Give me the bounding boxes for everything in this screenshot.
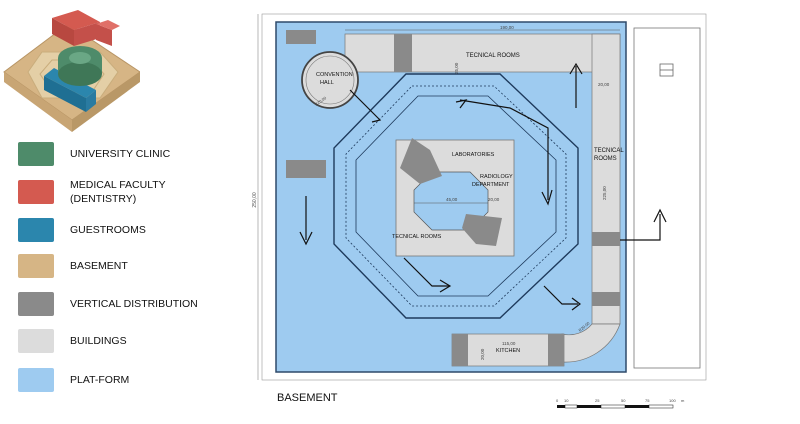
legend-item-vertical-distribution: VERTICAL DISTRIBUTION: [18, 292, 220, 316]
kitchen-building: [451, 333, 565, 367]
legend-swatch: [18, 254, 54, 278]
dim-kitchen: 115,00: [502, 341, 516, 346]
dim-lab-a: 45,00: [446, 197, 458, 202]
legend-label: BUILDINGS: [70, 335, 127, 347]
dim-conv: R20,00: [314, 95, 328, 107]
dim-topright: 20,00: [598, 82, 610, 87]
vertical-distribution: [286, 160, 326, 178]
scale-tick: 10: [564, 398, 569, 403]
label-laboratories: LABORATORIES: [452, 152, 495, 158]
vertical-distribution: [462, 214, 502, 246]
legend-item-medical-faculty: MEDICAL FACULTY (DENTISTRY): [18, 178, 220, 206]
dim-top: 190,00: [500, 25, 514, 30]
legend-label: BASEMENT: [70, 260, 128, 272]
scale-tick: 0: [556, 398, 559, 403]
label-tecnical-right-1: TECNICAL: [594, 148, 624, 154]
dim-right: 225,00: [602, 186, 607, 200]
isometric-model: [3, 10, 140, 132]
plan-outer-frame: [261, 13, 707, 381]
right-building: [633, 27, 701, 369]
top-building: [344, 33, 621, 73]
scale-tick: 100: [669, 398, 676, 403]
label-radiology-2: DEPARTMENT: [472, 182, 510, 188]
label-tecnical-top: TECNICAL ROOMS: [466, 53, 520, 59]
legend-item-basement: BASEMENT: [18, 254, 220, 278]
flow-arrows: [299, 62, 667, 311]
legend-swatch: [18, 368, 54, 392]
label-convention-1: CONVENTION: [316, 72, 353, 78]
dim-left: 250,00: [252, 192, 258, 208]
dim-kitchen-side: 20,00: [480, 348, 485, 360]
legend-item-university-clinic: UNIVERSITY CLINIC: [18, 142, 220, 166]
basement-plan: 250,00 190,00 25,00 20,00 225,00 R20,00 …: [252, 13, 707, 381]
legend-label: UNIVERSITY CLINIC: [70, 148, 171, 160]
iso-basement-right: [72, 72, 140, 132]
legend-item-buildings: BUILDINGS: [18, 329, 220, 353]
legend-swatch: [18, 218, 54, 242]
legend-label: PLAT-FORM: [70, 374, 130, 386]
iso-medical-faculty: [52, 10, 100, 30]
scale-bar: 0 10 25 50 75 100 m: [556, 398, 685, 409]
vertical-distribution: [286, 30, 316, 44]
label-kitchen: KITCHEN: [496, 348, 520, 354]
iso-basement-left: [4, 72, 72, 132]
legend-label: MEDICAL FACULTY (DENTISTRY): [70, 179, 166, 205]
legend-label: VERTICAL DISTRIBUTION: [70, 298, 198, 310]
vertical-distribution: [592, 292, 620, 306]
right-vertical-building: [591, 33, 621, 325]
legend-swatch: [18, 142, 54, 166]
legend-item-plat-form: PLAT-FORM: [18, 368, 220, 392]
label-tecnical-center: TECNICAL ROOMS: [392, 234, 442, 240]
scale-tick: 75: [645, 398, 650, 403]
vertical-distribution: [548, 334, 564, 366]
legend-item-guestrooms: GUESTROOMS: [18, 218, 220, 242]
label-radiology-1: RADIOLOGY: [480, 174, 513, 180]
vertical-distribution: [592, 232, 620, 246]
vertical-distribution: [452, 334, 468, 366]
convention-hall: [301, 51, 359, 109]
plan-title: BASEMENT: [277, 392, 338, 404]
dim-lab-b: 20,00: [488, 197, 500, 202]
scale-tick: 25: [595, 398, 600, 403]
vertical-distribution: [400, 138, 442, 184]
octagon-outer: [333, 73, 579, 319]
label-convention-2: HALL: [320, 80, 334, 86]
scale-tick: 50: [621, 398, 626, 403]
dim-topleft: 25,00: [454, 62, 459, 74]
legend-label: GUESTROOMS: [70, 224, 146, 236]
scale-unit: m: [681, 398, 685, 403]
legend-swatch: [18, 180, 54, 204]
legend-swatch: [18, 292, 54, 316]
label-tecnical-right-2: ROOMS: [594, 156, 617, 162]
legend-swatch: [18, 329, 54, 353]
vertical-distribution: [394, 34, 412, 72]
